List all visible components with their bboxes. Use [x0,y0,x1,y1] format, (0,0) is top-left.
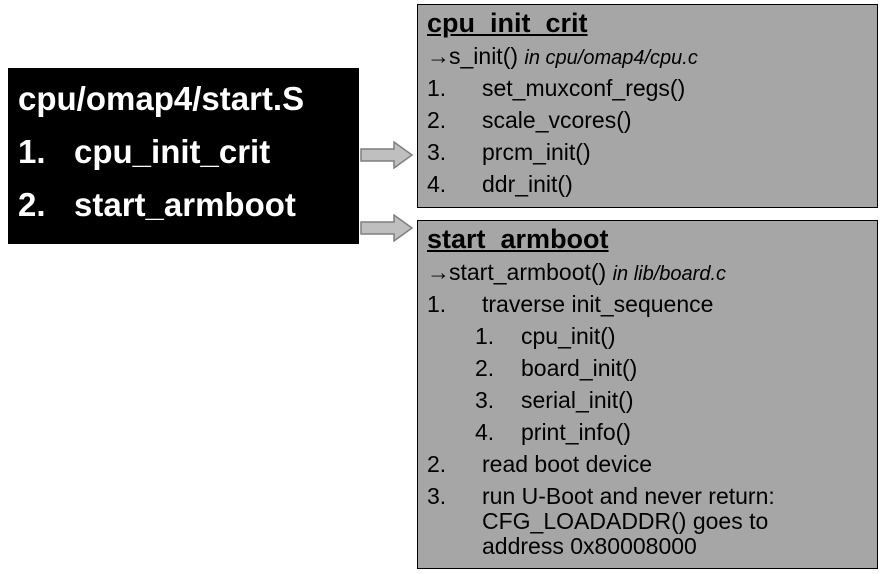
start-armboot-call-line: →start_armboot() in lib/board.c [427,256,877,288]
step-label: read boot device [482,451,653,477]
right-arrow-icon: → [427,43,450,69]
step-row: 2. scale_vcores() [427,104,877,136]
step-row-multiline: 3. run U-Boot and never return: CFG_LOAD… [427,484,877,559]
left-item-cpu-init-crit: 1. cpu_init_crit [18,132,359,185]
substep-row: 1. cpu_init() [427,320,877,352]
step-row: 3. prcm_init() [427,136,877,168]
substep-row: 2. board_init() [427,352,877,384]
left-item-label: cpu_init_crit [74,133,271,170]
arrow-to-cpu-init-crit [360,141,414,169]
substep-number: 3. [475,387,495,413]
step-number: 1. [427,291,447,317]
left-item-start-armboot: 2. start_armboot [18,185,359,238]
step-text-line: run U-Boot and never return: [482,483,775,509]
substep-label: cpu_init() [521,323,616,349]
step-number: 4. [427,171,447,197]
step-label: ddr_init() [482,171,573,197]
left-item-label: start_armboot [74,186,296,223]
step-number: 2. [427,107,447,133]
step-label: traverse init_sequence [482,291,714,317]
step-row: 1. set_muxconf_regs() [427,72,877,104]
step-row: 4. ddr_init() [427,168,877,200]
step-text-line: address 0x80008000 [482,533,697,559]
source-file-title: cpu/omap4/start.S [18,80,305,117]
step-text: run U-Boot and never return: CFG_LOADADD… [482,484,877,559]
arrow-to-start-armboot [360,214,414,242]
call-location: in cpu/omap4/cpu.c [524,47,698,69]
substep-label: board_init() [521,355,638,381]
substep-label: serial_init() [521,387,634,413]
substep-row: 3. serial_init() [427,384,877,416]
step-text-line: CFG_LOADADDR() goes to [482,508,769,534]
step-label: scale_vcores() [482,107,632,133]
substep-label: print_info() [521,419,631,445]
source-file-box: cpu/omap4/start.S 1. cpu_init_crit 2. star… [8,68,359,244]
step-number: 3. [427,483,447,509]
substep-number: 4. [475,419,495,445]
call-name: start_armboot() [449,259,607,285]
call-name: s_init() [449,43,519,69]
step-label: set_muxconf_regs() [482,75,686,101]
cpu-init-crit-title: cpu_init_crit [427,8,588,38]
step-number: 1. [427,75,447,101]
start-armboot-box: start_armboot →start_armboot() in lib/bo… [417,220,878,569]
call-location: in lib/board.c [612,263,727,285]
cpu-init-crit-box: cpu_init_crit →s_init() in cpu/omap4/cpu… [417,4,878,208]
step-number: 2. [427,451,447,477]
left-item-number: 1. [18,133,46,170]
step-row: 2. read boot device [427,448,877,480]
step-number: 3. [427,139,447,165]
substep-number: 1. [475,323,495,349]
substep-row: 4. print_info() [427,416,877,448]
s-init-call-line: →s_init() in cpu/omap4/cpu.c [427,40,877,72]
substep-number: 2. [475,355,495,381]
step-row: 1. traverse init_sequence [427,288,877,320]
start-armboot-title: start_armboot [427,224,609,254]
right-arrow-icon: → [427,259,450,285]
step-label: prcm_init() [482,139,591,165]
left-item-number: 2. [18,186,46,223]
